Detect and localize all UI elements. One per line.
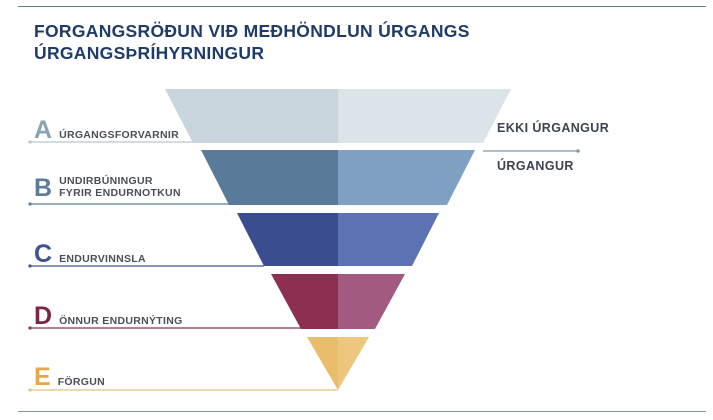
pyramid-band-e-right [338, 337, 369, 390]
connector-dot-c [28, 264, 32, 268]
title-line-2: ÚRGANGSÞRÍHYRNINGUR [34, 43, 265, 63]
level-text: ÖNNUR ENDURNÝTING [59, 315, 183, 327]
level-text: ÚRGANGSFORVARNIR [59, 129, 179, 141]
pyramid-band-a-left [165, 89, 338, 143]
connector-dot-a [28, 140, 32, 144]
level-letter: D [34, 302, 53, 330]
bottom-rule [18, 411, 706, 412]
pyramid-band-a-right [338, 89, 511, 143]
level-letter: B [34, 174, 53, 202]
level-text: UNDIRBÚNINGUR FYRIR ENDURNOTKUN [59, 175, 181, 199]
pyramid-band-d-right [338, 274, 405, 329]
level-label-d: D ÖNNUR ENDURNÝTING [34, 302, 183, 330]
top-rule [18, 6, 706, 7]
connector-dot-d [28, 326, 32, 330]
connector-dot-e [28, 388, 32, 392]
level-letter: E [34, 363, 51, 391]
pyramid-band-e-left [307, 337, 338, 390]
level-label-e: E FÖRGUN [34, 363, 105, 391]
level-letter: C [34, 240, 53, 268]
level-letter: A [34, 116, 53, 144]
level-text: ENDURVINNSLA [59, 253, 146, 265]
pyramid-band-c-right [338, 213, 439, 266]
side-label-not-waste: EKKI ÚRGANGUR [497, 121, 610, 135]
pyramid-band-b-right [338, 150, 475, 205]
title-line-1: FORGANGSRÖÐUN VIÐ MEÐHÖNDLUN ÚRGANGS [34, 21, 470, 41]
level-label-c: C ENDURVINNSLA [34, 240, 146, 268]
connector-dot-b [28, 202, 32, 206]
level-text: FÖRGUN [57, 376, 105, 388]
pyramid-band-d-left [271, 274, 338, 329]
pyramid-band-b-left [201, 150, 338, 205]
pyramid-band-c-left [237, 213, 338, 266]
waste-divider-dot [576, 149, 580, 153]
level-label-a: A ÚRGANGSFORVARNIR [34, 116, 179, 144]
side-label-waste: ÚRGANGUR [497, 159, 574, 173]
page-title: FORGANGSRÖÐUN VIÐ MEÐHÖNDLUN ÚRGANGS ÚRG… [34, 20, 470, 64]
